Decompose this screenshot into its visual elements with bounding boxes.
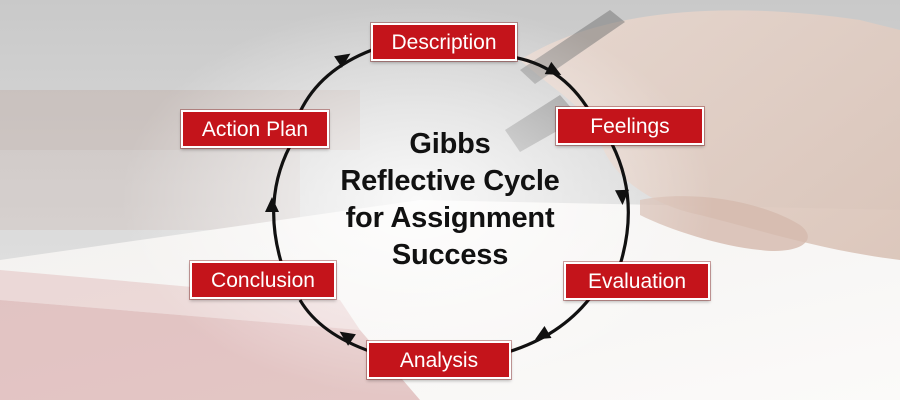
cycle-arrow-icon [339,331,356,346]
cycle-arrow-icon [615,189,629,205]
stage-feelings: Feelings [556,107,704,145]
stage-description: Description [371,23,517,61]
stage-analysis: Analysis [367,341,511,379]
title-line-4: Success [391,239,509,271]
cycle-arrow-icon [265,197,279,212]
cycle-arc-evaluation-to-analysis [507,297,592,354]
cycle-arc-conclusion-to-action-plan [272,145,292,266]
title-line-1: Gibbs [409,128,491,160]
stage-action-plan: Action Plan [181,110,329,148]
cycle-arc-description-to-feelings [504,54,592,113]
cycle-arrow-icon [334,53,351,68]
title-line-3: for Assignment [345,202,555,234]
diagram-title: Gibbs Reflective Cycle for Assignment Su… [300,126,600,274]
cycle-arc-analysis-to-conclusion [298,299,373,354]
cycle-arrow-icon [544,61,562,76]
cycle-arc-feelings-to-evaluation [610,143,630,266]
stage-conclusion: Conclusion [190,261,336,299]
cycle-arrow-icon [535,325,552,340]
stage-evaluation: Evaluation [564,262,710,300]
title-line-2: Reflective Cycle [340,165,560,197]
cycle-arc-action-plan-to-description [298,48,373,113]
